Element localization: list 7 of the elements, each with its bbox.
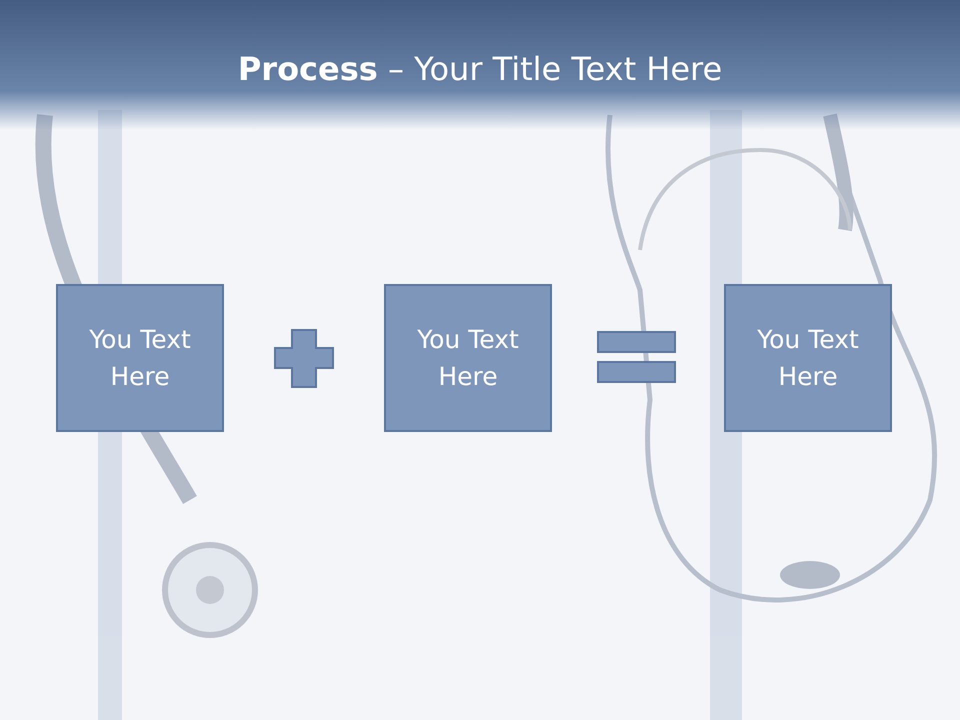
title: Process – Your Title Text Here	[236, 50, 724, 88]
process-box	[724, 284, 892, 432]
process-box	[384, 284, 552, 432]
box-text: You Text Here	[416, 324, 520, 393]
process-box	[56, 284, 224, 432]
box-text: You Text Here	[88, 324, 192, 393]
box-text: You Text Here	[756, 324, 860, 393]
